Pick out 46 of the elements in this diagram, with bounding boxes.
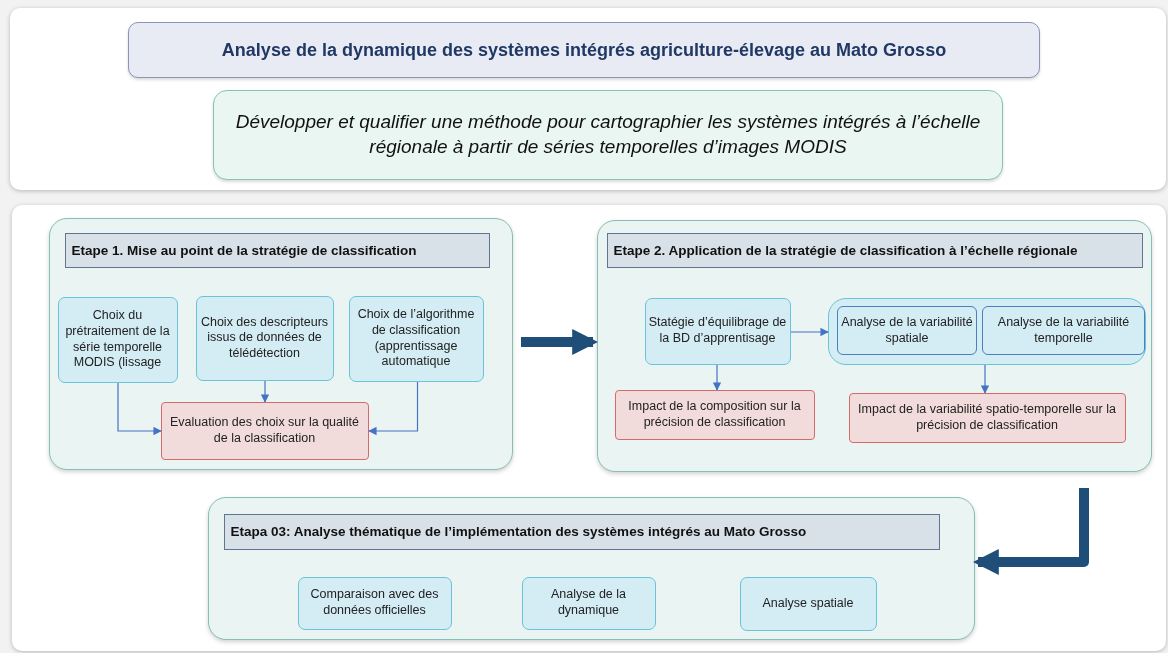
- stage-heading-band: [64, 232, 490, 268]
- box-text: Analyse de la dynamique: [549, 587, 628, 619]
- box-text: Choix de l’algorithme de classification (apprentissage automatique: [356, 307, 476, 370]
- box-text: Analyse de la dynamique des systèmes intégrés agriculture-élevage au Mato Grosso: [221, 39, 947, 61]
- box-text: Analyse spatiale: [762, 595, 854, 612]
- process-box: [57, 296, 178, 383]
- arrow: [712, 364, 722, 391]
- stage-heading: Etape 1. Mise au point de la stratégie de classification: [71, 242, 417, 258]
- box-text: Impact de la composition sur la précision de classification: [627, 398, 802, 431]
- box-text: Développer et qualifier une méthode pour cartographier les systèmes intégrés à l’échelle régionale à partir de séries temporelles d’images MODIS: [234, 110, 982, 159]
- flow-arrow: [972, 488, 1089, 575]
- arrow: [368, 381, 419, 436]
- objective-box: [213, 90, 1003, 180]
- box-text: Statégie d’équilibrage de la BD d’apprentisage: [647, 315, 788, 347]
- stage-heading: Etapa 03: Analyse thématique de l’implémentation des systèmes intégrés au Mato Grosso: [230, 524, 807, 539]
- stage-panel: [597, 220, 1152, 472]
- box-text: Choix du prétraitement de la série temporelle MODIS (lissage: [64, 308, 171, 371]
- process-box: [739, 576, 877, 631]
- box-text: Analyse de la variabilité spatiale: [840, 314, 974, 347]
- arrow: [260, 380, 270, 403]
- process-box: [195, 295, 334, 381]
- box-text: Analyse de la variabilité temporelle: [996, 314, 1131, 347]
- stage-heading-band: [223, 513, 940, 550]
- process-box: [837, 306, 977, 355]
- process-box: [982, 306, 1145, 355]
- process-box: [644, 297, 791, 365]
- arrow: [980, 364, 990, 394]
- stage-heading: Etape 2. Application de la stratégie de classification à l’échelle régionale: [613, 242, 1078, 258]
- process-box: [348, 295, 484, 382]
- title-box: [128, 22, 1040, 78]
- box-text: Choix des descripteurs issus de données de télédétection: [199, 314, 330, 362]
- process-box: [521, 576, 656, 630]
- stage-panel: [49, 218, 513, 470]
- result-box: [848, 392, 1126, 443]
- group-box: [827, 297, 1146, 365]
- box-text: Impact de la variabilité spatio-temporelle sur la précision de classification: [857, 401, 1117, 434]
- stage-heading-band: [606, 232, 1143, 268]
- result-box: [614, 389, 815, 440]
- result-box: [160, 401, 369, 460]
- arrow: [790, 327, 829, 337]
- stage-panel: [208, 497, 975, 640]
- box-text: Comparaison avec des données officielles: [309, 587, 440, 619]
- box-text: Evaluation des choix sur la qualité de la classification: [169, 414, 360, 447]
- process-box: [297, 576, 452, 630]
- flow-arrow: [521, 329, 599, 355]
- arrow: [117, 382, 162, 436]
